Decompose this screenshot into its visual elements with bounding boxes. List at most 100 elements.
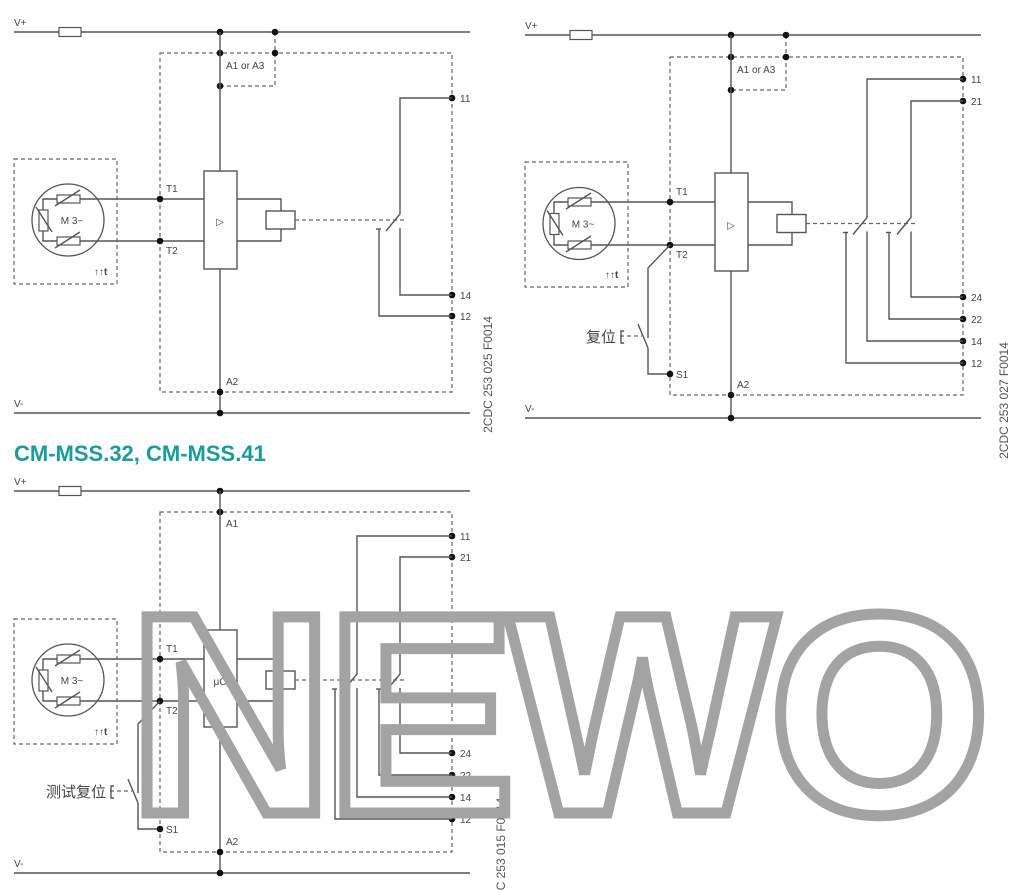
sensor-symbol: ↑↑t: [94, 267, 108, 278]
switch-nc-contact: [378, 229, 452, 317]
switch-common: [385, 556, 452, 692]
a1-label: A1 or A3: [226, 61, 265, 72]
motor-label: M 3~: [61, 676, 84, 687]
supply-minus-label: V-: [14, 399, 23, 410]
thermistor-icon: [567, 240, 592, 250]
junction-dot: [156, 195, 164, 203]
fuse-icon: [58, 485, 82, 497]
terminal-label: 22: [460, 771, 472, 782]
sensor-symbol: ↑↑t: [605, 270, 619, 281]
terminal-label: 12: [971, 359, 983, 370]
t1-label: T1: [166, 644, 178, 655]
junction-dot: [216, 869, 224, 877]
thermistor-slash: [565, 235, 592, 253]
thermistor-slash: [54, 189, 81, 207]
relay-coil: [265, 210, 296, 230]
fuse-icon: [58, 26, 82, 38]
reset-bracket: [110, 785, 114, 799]
junction-dot: [216, 388, 224, 396]
amplifier-block: [203, 629, 238, 728]
a1-label: A1: [226, 519, 239, 530]
junction-dot: [727, 391, 735, 399]
watermark: NEWO: [128, 556, 983, 874]
terminal-label: 24: [971, 293, 983, 304]
sensor-boundary: [524, 161, 629, 288]
amplifier-block: [203, 170, 238, 270]
a1-label: A1 or A3: [737, 65, 776, 76]
motor-label: M 3~: [572, 220, 595, 231]
terminal-label: 11: [460, 532, 471, 543]
junction-dot: [782, 31, 790, 39]
thermistor-slash: [546, 210, 564, 236]
junction-dot: [782, 53, 790, 61]
thermistor-icon: [56, 194, 81, 204]
sensor-symbol: ↑↑t: [94, 727, 108, 738]
fuse-icon: [569, 29, 593, 41]
junction-dot: [216, 409, 224, 417]
amplifier-block: [714, 172, 749, 272]
amplifier-symbol: ▷: [216, 217, 224, 228]
thermistor-icon: [38, 209, 49, 232]
motor-circle: [31, 183, 105, 257]
terminal-label: 11: [971, 75, 982, 86]
amplifier-symbol: μC: [214, 677, 227, 688]
reset-label: 复位: [586, 328, 616, 346]
amplifier-symbol: ▷: [727, 221, 735, 232]
s1-label: S1: [166, 825, 179, 836]
switch-no-contact: [356, 688, 452, 798]
thermistor-slash: [54, 231, 81, 249]
switch-common: [896, 100, 963, 235]
switch-nc-contact: [888, 232, 963, 320]
reset-wire: [647, 244, 671, 338]
a3-bridge: [220, 32, 276, 87]
switch-common: [385, 97, 452, 232]
switch-no-contact: [910, 231, 963, 298]
terminal-label: 11: [460, 94, 471, 105]
thermistor-icon: [56, 696, 81, 706]
switch-no-contact: [866, 231, 963, 342]
junction-dot: [271, 49, 279, 57]
terminal-label: 24: [460, 749, 472, 760]
sensor-boundary: [13, 158, 118, 285]
junction-dot: [666, 370, 674, 378]
motor-circle: [542, 186, 616, 261]
junction-dot: [216, 848, 224, 856]
junction-dot: [156, 237, 164, 245]
reset-wire: [647, 348, 670, 375]
switch-no-contact: [399, 228, 452, 296]
drawing-code: 2CDC 253 015 F0014: [494, 797, 508, 890]
reset-wire: [137, 803, 160, 830]
t2-label: T2: [676, 250, 688, 261]
switch-nc-contact: [334, 689, 452, 820]
drawing-code: 2CDC 253 025 F0014: [481, 316, 495, 433]
reset-wire: [137, 700, 161, 793]
a2-label: A2: [226, 837, 239, 848]
switch-nc-contact: [845, 232, 963, 364]
t1-label: T1: [166, 184, 178, 195]
terminal-label: 21: [971, 97, 983, 108]
junction-dot: [271, 28, 279, 36]
reset-label: 测试复位: [46, 783, 106, 801]
supply-minus-label: V-: [525, 404, 534, 415]
junction-dot: [156, 655, 164, 663]
diagram-title: CM-MSS.32, CM-MSS.41: [14, 441, 266, 466]
supply-plus-label: V+: [525, 21, 538, 32]
device-boundary: [159, 511, 453, 853]
thermistor-icon: [38, 669, 49, 692]
terminal-label: 14: [460, 793, 472, 804]
motor-circle: [31, 643, 105, 717]
reset-switch: [127, 778, 139, 804]
terminal-label: 12: [460, 312, 472, 323]
sensor-boundary: [13, 618, 118, 745]
thermistor-icon: [549, 212, 560, 236]
relay-coil: [776, 213, 807, 234]
device-boundary: [159, 52, 453, 393]
junction-dot: [666, 198, 674, 206]
a3-bridge: [731, 35, 787, 91]
reset-bracket: [620, 330, 624, 344]
terminal-label: 22: [971, 315, 983, 326]
